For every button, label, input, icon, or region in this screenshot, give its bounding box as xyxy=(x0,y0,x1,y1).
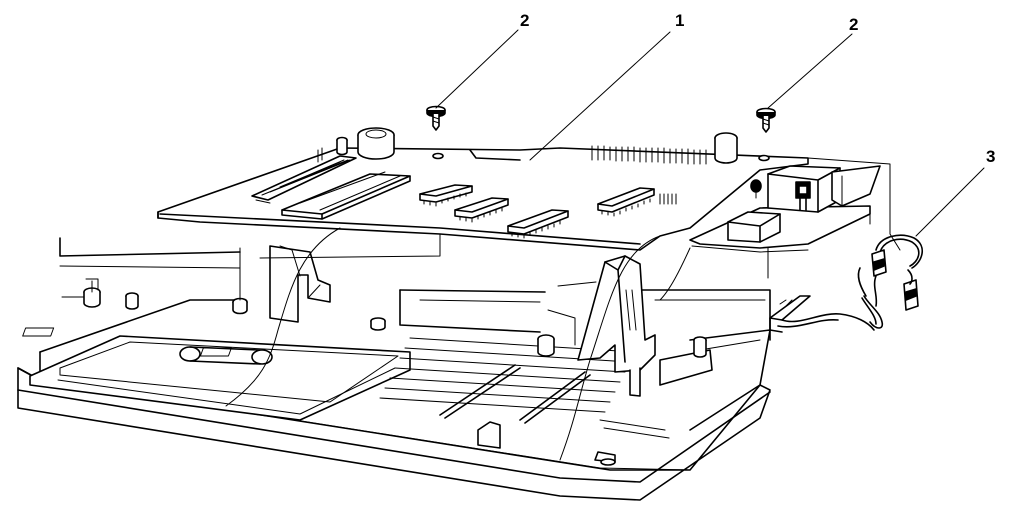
leader-line-2-left xyxy=(435,29,519,109)
callout-part-3: 3 xyxy=(986,147,995,166)
base-standoffs xyxy=(61,278,707,466)
circuit-board xyxy=(157,127,881,253)
routing-wires xyxy=(225,157,901,461)
callout-part-2-right: 2 xyxy=(849,15,858,34)
cable-harness xyxy=(769,234,923,333)
callout-part-2-left: 2 xyxy=(520,11,529,30)
leader-line-3 xyxy=(915,167,985,237)
center-tower xyxy=(547,255,656,397)
leader-lines xyxy=(435,29,985,237)
screw-right xyxy=(756,107,776,133)
screw-left xyxy=(426,105,446,131)
lower-housing xyxy=(17,237,771,501)
left-bracket xyxy=(269,245,331,323)
callout-part-1: 1 xyxy=(675,11,684,30)
leader-line-1 xyxy=(529,31,671,161)
leader-line-2-right xyxy=(767,33,853,109)
